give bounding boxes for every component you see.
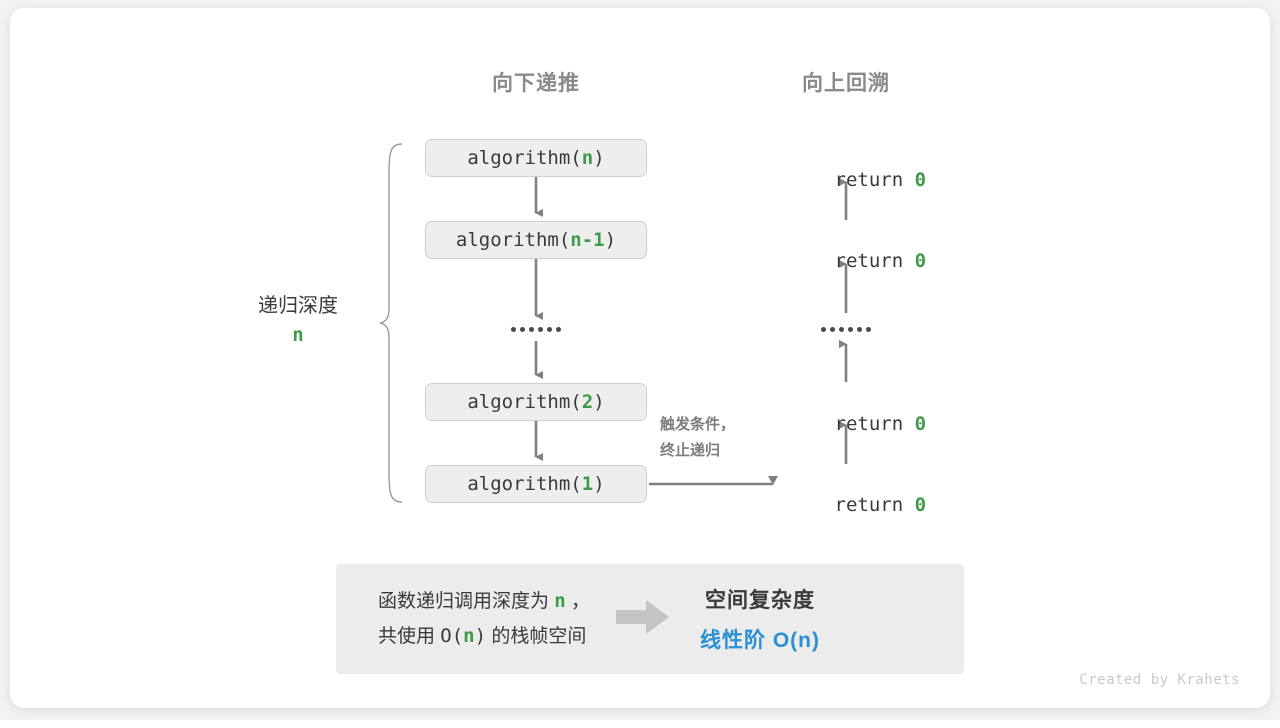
ellipsis-dot: [547, 327, 552, 332]
summary-line-2: 共使用 O(n) 的栈帧空间: [378, 619, 590, 654]
summary-line-1: 函数递归调用深度为 n ，: [378, 584, 590, 619]
call-box-suffix: ): [593, 147, 605, 169]
call-box-arg: n: [581, 147, 594, 169]
call-box-prefix: algorithm(: [467, 391, 582, 413]
summary-panel: 函数递归调用深度为 n ， 共使用 O(n) 的栈帧空间 空间复杂度 线性阶 O…: [336, 564, 964, 674]
return-keyword: return: [834, 250, 915, 272]
recursion-depth-title: 递归深度: [258, 295, 338, 317]
call-box-prefix: algorithm(: [467, 147, 582, 169]
summary-line2-text: 共使用: [378, 626, 441, 647]
call-box-suffix: ): [593, 391, 605, 413]
diagram-card: 向下递推 向上回溯: [10, 8, 1270, 708]
return-value: 0: [914, 169, 927, 191]
credit-text: Created by Krahets: [1079, 672, 1240, 688]
recursion-depth-brace: [379, 143, 403, 503]
termination-note-line2: 终止递归: [660, 442, 721, 459]
complexity-value: 线性阶 O(n): [700, 629, 820, 652]
recursion-depth-value: n: [292, 324, 304, 346]
return-statement-1: return 0: [766, 228, 927, 294]
recursion-depth-label: 递归深度 n: [258, 289, 338, 346]
call-box-suffix: ): [593, 473, 605, 495]
summary-line1-text: 函数递归调用深度为: [378, 591, 555, 612]
ellipsis-dot: [848, 327, 853, 332]
return-keyword: return: [834, 169, 915, 191]
return-statement-2: return 0: [766, 391, 927, 457]
complexity-result: 空间复杂度 线性阶 O(n): [700, 584, 820, 654]
ellipsis-right: [821, 327, 871, 332]
column-header-downward: 向下递推: [492, 72, 580, 95]
ellipsis-dot: [538, 327, 543, 332]
call-box-n[interactable]: algorithm(n): [425, 139, 647, 177]
summary-line2-n: n: [463, 625, 475, 647]
ellipsis-dot: [511, 327, 516, 332]
summary-line1-tail: ，: [565, 591, 591, 612]
summary-description: 函数递归调用深度为 n ， 共使用 O(n) 的栈帧空间: [378, 584, 590, 654]
call-box-arg: 1: [581, 473, 594, 495]
return-value: 0: [914, 250, 927, 272]
summary-line2-tail: 的栈帧空间: [486, 626, 587, 647]
call-box-1[interactable]: algorithm(1): [425, 465, 647, 503]
ellipsis-dot: [529, 327, 534, 332]
summary-line1-n: n: [554, 590, 566, 612]
complexity-title: 空间复杂度: [705, 589, 815, 612]
ellipsis-dot: [520, 327, 525, 332]
summary-line2-bigo: O(: [440, 625, 464, 647]
ellipsis-dot: [857, 327, 862, 332]
return-value: 0: [914, 494, 927, 516]
ellipsis-dot: [866, 327, 871, 332]
ellipsis-dot: [821, 327, 826, 332]
return-value: 0: [914, 413, 927, 435]
ellipsis-dot: [556, 327, 561, 332]
ellipsis-dot: [830, 327, 835, 332]
call-box-n-minus-1[interactable]: algorithm(n-1): [425, 221, 647, 259]
call-box-suffix: ): [604, 229, 617, 251]
ellipsis-dot: [839, 327, 844, 332]
call-box-arg: 2: [581, 391, 594, 413]
call-box-prefix: algorithm(: [455, 229, 571, 251]
right-block-arrow-icon: [616, 598, 670, 641]
termination-note-line1: 触发条件，: [660, 416, 736, 433]
ellipsis-left: [511, 327, 561, 332]
call-box-2[interactable]: algorithm(2): [425, 383, 647, 421]
return-keyword: return: [834, 494, 915, 516]
column-header-upward: 向上回溯: [802, 72, 890, 95]
return-statement-0: return 0: [766, 147, 927, 213]
call-box-prefix: algorithm(: [467, 473, 582, 495]
call-box-arg: n-1: [570, 229, 605, 251]
termination-note: 触发条件， 终止递归: [660, 412, 735, 464]
return-keyword: return: [834, 413, 915, 435]
summary-line2-paren: ): [474, 625, 487, 647]
return-statement-3: return 0: [766, 472, 927, 538]
